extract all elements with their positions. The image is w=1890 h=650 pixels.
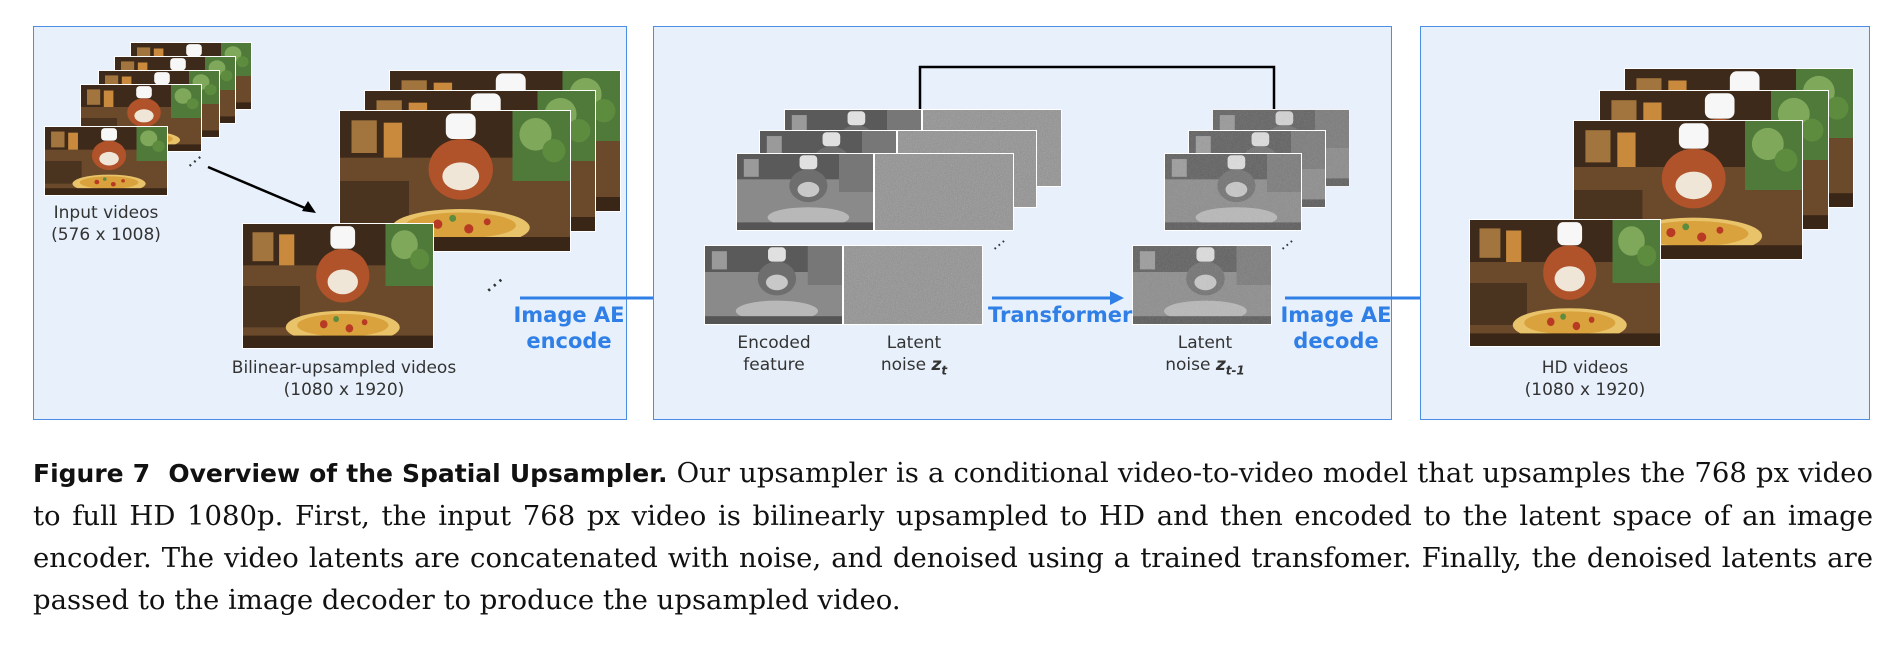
hd-videos-label: HD videos (1080 x 1920) (1524, 358, 1646, 400)
panel-input-encode: ⋯ Input videos (576 x 1008) ⋯ Bilinear-u… (33, 26, 627, 420)
latent-noise-frame (1164, 153, 1302, 231)
upsample-arrow-icon (207, 165, 316, 213)
latent-noise-zt1-label: Latent noise zt-1 (1165, 333, 1245, 378)
ellipsis-dots-icon: ⋯ (478, 268, 512, 303)
image-ae-encode-label: Image AE encode (513, 303, 625, 353)
figure-caption: Figure 7 Overview of the Spatial Upsampl… (33, 452, 1873, 621)
latent-noise-zt-label: Latent noise zt (880, 333, 948, 378)
upsampled-video-frame (339, 110, 571, 252)
latent-noise-frame (874, 153, 1014, 231)
latent-noise-zt1-frame (1132, 245, 1272, 325)
panel-hd-output: HD videos (1080 x 1920) (1420, 26, 1870, 420)
hd-video-frame (1573, 120, 1803, 260)
caption-text: Our upsampler is a conditional video-to-… (33, 457, 1873, 616)
encoded-feature-frame (736, 153, 874, 231)
transformer-arrow-icon (992, 291, 1124, 305)
encoded-feature-label: Encoded feature (737, 333, 811, 375)
upsampled-video-frame (242, 223, 434, 349)
panel-denoise: ⋯ Encoded feature Latent noise zt ⋯ Late… (653, 26, 1392, 420)
input-videos-label: Input videos (576 x 1008) (51, 203, 161, 245)
ellipsis-dots-icon: ⋯ (1274, 232, 1300, 257)
figure-title: Overview of the Spatial Upsampler. (168, 459, 668, 488)
latent-noise-zt-frame (843, 245, 983, 325)
figure-number: Figure 7 (33, 459, 151, 488)
upsampled-videos-label: Bilinear-upsampled videos (1080 x 1920) (231, 358, 457, 400)
transformer-label: Transformer (988, 303, 1133, 327)
ellipsis-dots-icon: ⋯ (986, 232, 1012, 257)
image-ae-decode-label: Image AE decode (1280, 303, 1392, 353)
input-video-frame (44, 126, 168, 196)
encoded-feature-frame-front (704, 245, 843, 325)
hd-video-frame (1469, 219, 1661, 347)
